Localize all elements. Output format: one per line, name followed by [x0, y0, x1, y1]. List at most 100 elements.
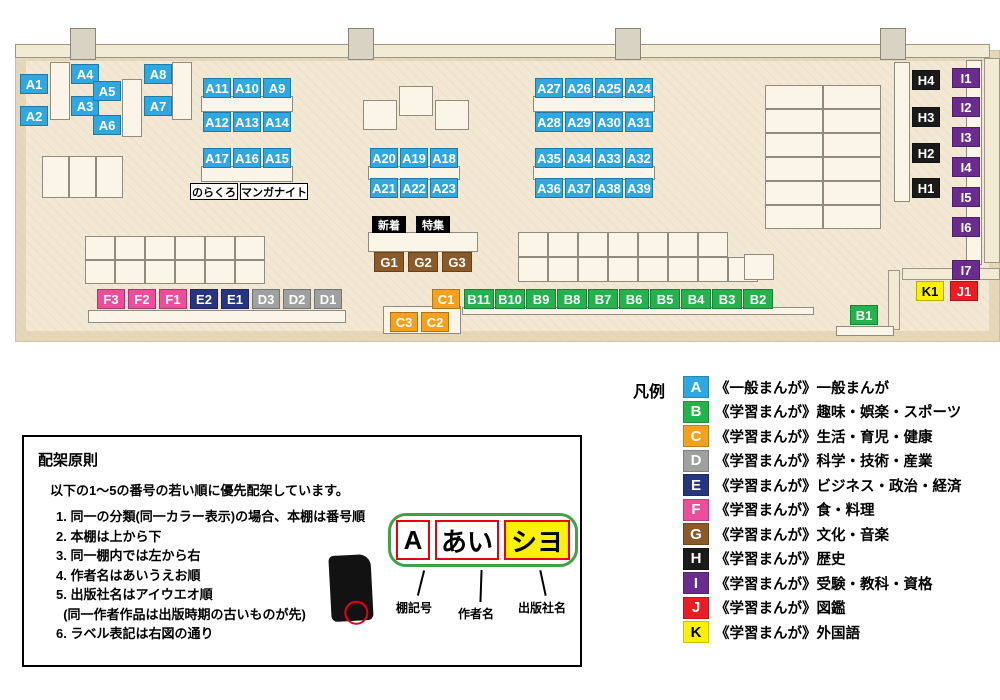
principles-rule-7: 6. ラベル表記は右図の通り: [56, 626, 214, 641]
bookshelf: [88, 310, 346, 323]
bookshelf: [823, 181, 881, 205]
shelf-label-i4: I4: [952, 157, 980, 177]
bookshelf: [765, 133, 823, 157]
legend-label: 《一般まんが》一般まんが: [715, 380, 889, 397]
bookshelf: [608, 257, 638, 282]
shelf-label-a21: A21: [370, 178, 398, 198]
bookshelf: [744, 254, 774, 280]
shelf-label-e1: E1: [221, 289, 249, 309]
bookshelf: [363, 100, 397, 130]
legend-swatch-d: D: [683, 449, 709, 472]
bookshelf: [96, 156, 123, 198]
bookshelf: [668, 257, 698, 282]
shelf-label-g1: G1: [374, 252, 404, 272]
legend-swatch-c: C: [683, 425, 709, 447]
structural-column: [70, 28, 96, 60]
bookshelf: [115, 236, 145, 260]
bookshelf: [548, 257, 578, 282]
bookshelf: [399, 86, 433, 116]
bookshelf: [205, 260, 235, 284]
bookshelf: [50, 62, 70, 120]
shelf-label-h1: H1: [912, 178, 940, 198]
bookshelf: [823, 85, 881, 109]
legend-label: 《学習まんが》生活・育児・健康: [715, 429, 933, 446]
legend-swatch-a: A: [683, 376, 709, 398]
principles-rule-1: 1. 同一の分類(同一カラー表示)の場合、本棚は番号順: [56, 509, 366, 524]
shelf-label-e2: E2: [190, 289, 218, 309]
structural-column: [615, 28, 641, 60]
legend-item-g: G《学習まんが》文化・音楽: [683, 523, 962, 545]
bookshelf: [668, 232, 698, 257]
spine-field-2: シヨ: [504, 520, 570, 560]
shelf-label-f2: F2: [128, 289, 156, 309]
bookshelf: [765, 205, 823, 229]
legend-swatch-h: H: [683, 547, 709, 570]
shelf-label-f3: F3: [97, 289, 125, 309]
shelf-label-a39: A39: [625, 178, 653, 198]
shelf-label-a32: A32: [625, 148, 653, 168]
bookshelf: [823, 205, 881, 229]
bookshelf: [235, 236, 265, 260]
bookshelf: [518, 257, 548, 282]
shelf-label-a33: A33: [595, 148, 623, 168]
legend-label: 《学習まんが》外国語: [715, 625, 860, 642]
legend-item-e: E《学習まんが》ビジネス・政治・経済: [683, 474, 962, 496]
bookshelf: [172, 62, 192, 120]
shelf-label-g3: G3: [442, 252, 472, 272]
bookshelf: [201, 96, 293, 112]
shelf-label-a2: A2: [20, 106, 48, 126]
legend-item-b: B《学習まんが》趣味・娯楽・スポーツ: [683, 400, 962, 423]
principles-rule-2: 2. 本棚は上から下: [56, 528, 162, 544]
shelf-label-a12: A12: [203, 112, 231, 132]
shelf-label-b7: B7: [588, 289, 618, 309]
shelf-label-h2: H2: [912, 143, 940, 163]
shelf-label-a6: A6: [93, 115, 121, 135]
shelf-label-a7: A7: [144, 96, 172, 116]
wall-segment: [888, 270, 900, 330]
shelf-label-j1: J1: [950, 281, 978, 301]
legend-swatch-f: F: [683, 498, 709, 521]
legend-label: 《学習まんが》科学・技術・産業: [715, 454, 933, 470]
bookshelf: [145, 236, 175, 260]
shelf-label-a34: A34: [565, 148, 593, 168]
bookshelf: [175, 260, 205, 284]
legend-item-i: I《学習まんが》受験・教科・資格: [683, 572, 962, 594]
bookshelf: [823, 157, 881, 181]
shelf-label-i7: I7: [952, 260, 980, 280]
shelf-label-i2: I2: [952, 97, 980, 117]
principles-rule-6: (同一作者作品は出版時期の古いものが先): [56, 606, 306, 622]
principles-rule-3: 3. 同一棚内では左から右: [56, 548, 201, 563]
bookshelf: [608, 232, 638, 257]
shelf-label-a22: A22: [400, 178, 428, 198]
shelf-label-b10: B10: [495, 289, 525, 309]
shelf-label-a1: A1: [20, 74, 48, 94]
shelving-principles-panel: 配架原則 以下の1〜5の番号の若い順に優先配架しています。 1. 同一の分類(同…: [22, 435, 582, 667]
bookshelf: [533, 96, 655, 112]
shelf-label-a8: A8: [144, 64, 172, 84]
legend-item-f: F《学習まんが》食・料理: [683, 498, 962, 521]
shelf-label-c1: C1: [432, 289, 460, 309]
shelf-label-b9: B9: [526, 289, 556, 309]
bookshelf: [175, 236, 205, 260]
shelf-label-a29: A29: [565, 112, 593, 132]
legend-label: 《学習まんが》ビジネス・政治・経済: [715, 478, 962, 495]
bookshelf: [85, 260, 115, 284]
shelf-label-g2: G2: [408, 252, 438, 272]
shelf-label-f1: F1: [159, 289, 187, 309]
principles-rule-5: 5. 出版社名はアイウエオ順: [56, 587, 213, 602]
shelf-label-a16: A16: [233, 148, 261, 168]
legend-label: 《学習まんが》受験・教科・資格: [715, 576, 933, 593]
legend-swatch-k: K: [683, 621, 709, 643]
bookshelf: [205, 236, 235, 260]
shelf-label-a36: A36: [535, 178, 563, 198]
bookshelf: [42, 156, 69, 198]
shelf-label-a37: A37: [565, 178, 593, 198]
legend-swatch-b: B: [683, 400, 709, 423]
legend-item-d: D 《学習まんが》科学・技術・産業: [683, 449, 962, 472]
bookshelf: [823, 133, 881, 157]
shelf-label-b3: B3: [712, 289, 742, 309]
shelf-label-a35: A35: [535, 148, 563, 168]
